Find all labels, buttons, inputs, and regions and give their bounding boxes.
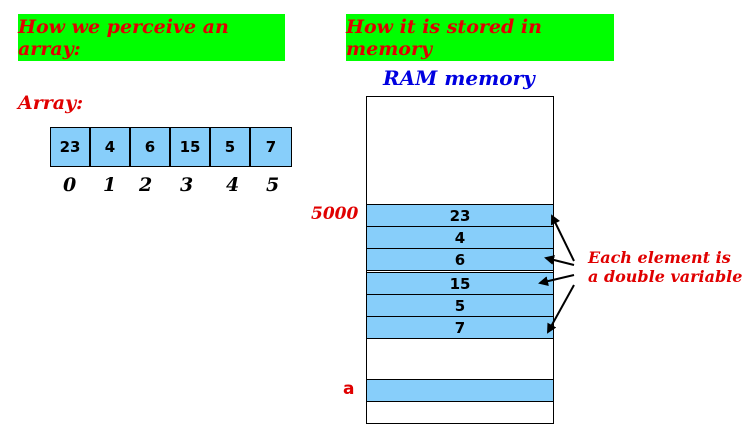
ram-title: RAM memory <box>383 66 535 90</box>
array-cell-3: 15 <box>170 127 210 167</box>
array-cell-5: 7 <box>250 127 292 167</box>
arrow-1 <box>551 214 575 262</box>
arrow-2 <box>544 255 575 266</box>
array-cell-1: 4 <box>90 127 130 167</box>
variable-a-cell <box>366 379 554 402</box>
variable-a-label: a <box>343 379 355 399</box>
memory-cell-4: 5 <box>366 294 554 317</box>
annotation-line-1: Each element is <box>588 248 731 267</box>
annotation-line-2: a double variable <box>588 267 743 286</box>
memory-address-label: 5000 <box>311 204 359 224</box>
array-index-0: 0 <box>63 174 77 196</box>
arrow-4 <box>547 284 575 334</box>
memory-cell-3: 15 <box>366 272 554 295</box>
arrow-3 <box>538 274 575 287</box>
banner-stored: How it is stored in memory <box>346 14 614 61</box>
array-cell-2: 6 <box>130 127 170 167</box>
memory-cell-1: 4 <box>366 226 554 249</box>
array-index-2: 2 <box>139 174 153 196</box>
annotation-arrows <box>538 214 575 334</box>
memory-cell-2: 6 <box>366 248 554 271</box>
annotation-text: Each element is a double variable <box>588 248 742 286</box>
array-index-3: 3 <box>180 174 194 196</box>
banner-perceive: How we perceive an array: <box>18 14 285 61</box>
banner-perceive-text: How we perceive an array: <box>18 15 229 60</box>
array-label: Array: <box>18 92 84 114</box>
array-cell-4: 5 <box>210 127 250 167</box>
memory-cell-0: 23 <box>366 204 554 227</box>
array-index-5: 5 <box>266 174 280 196</box>
banner-stored-text: How it is stored in memory <box>346 15 542 60</box>
array-index-1: 1 <box>103 174 117 196</box>
array-cell-0: 23 <box>50 127 90 167</box>
memory-cell-5: 7 <box>366 316 554 339</box>
array-index-4: 4 <box>226 174 240 196</box>
